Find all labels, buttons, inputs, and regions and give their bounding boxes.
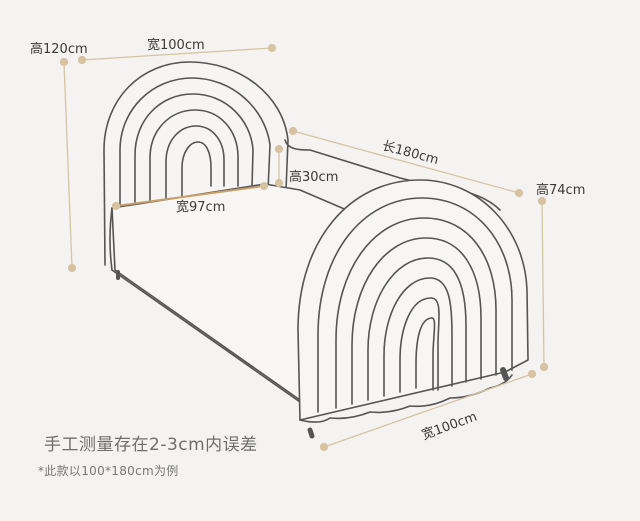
inner-width-label: 宽97cm [176, 200, 226, 215]
dimension-lines [59, 43, 549, 452]
headboard-height-label: 高120cm [30, 42, 88, 57]
headboard-width-label: 宽100cm [147, 38, 205, 53]
size-example-note: *此款以100*180cm为例 [38, 464, 179, 478]
inner-height-label: 高30cm [289, 170, 339, 185]
footboard-height-label: 高74cm [536, 183, 586, 198]
footboard [297, 179, 529, 423]
measurement-note: 手工测量存在2-3cm内误差 [44, 435, 258, 455]
